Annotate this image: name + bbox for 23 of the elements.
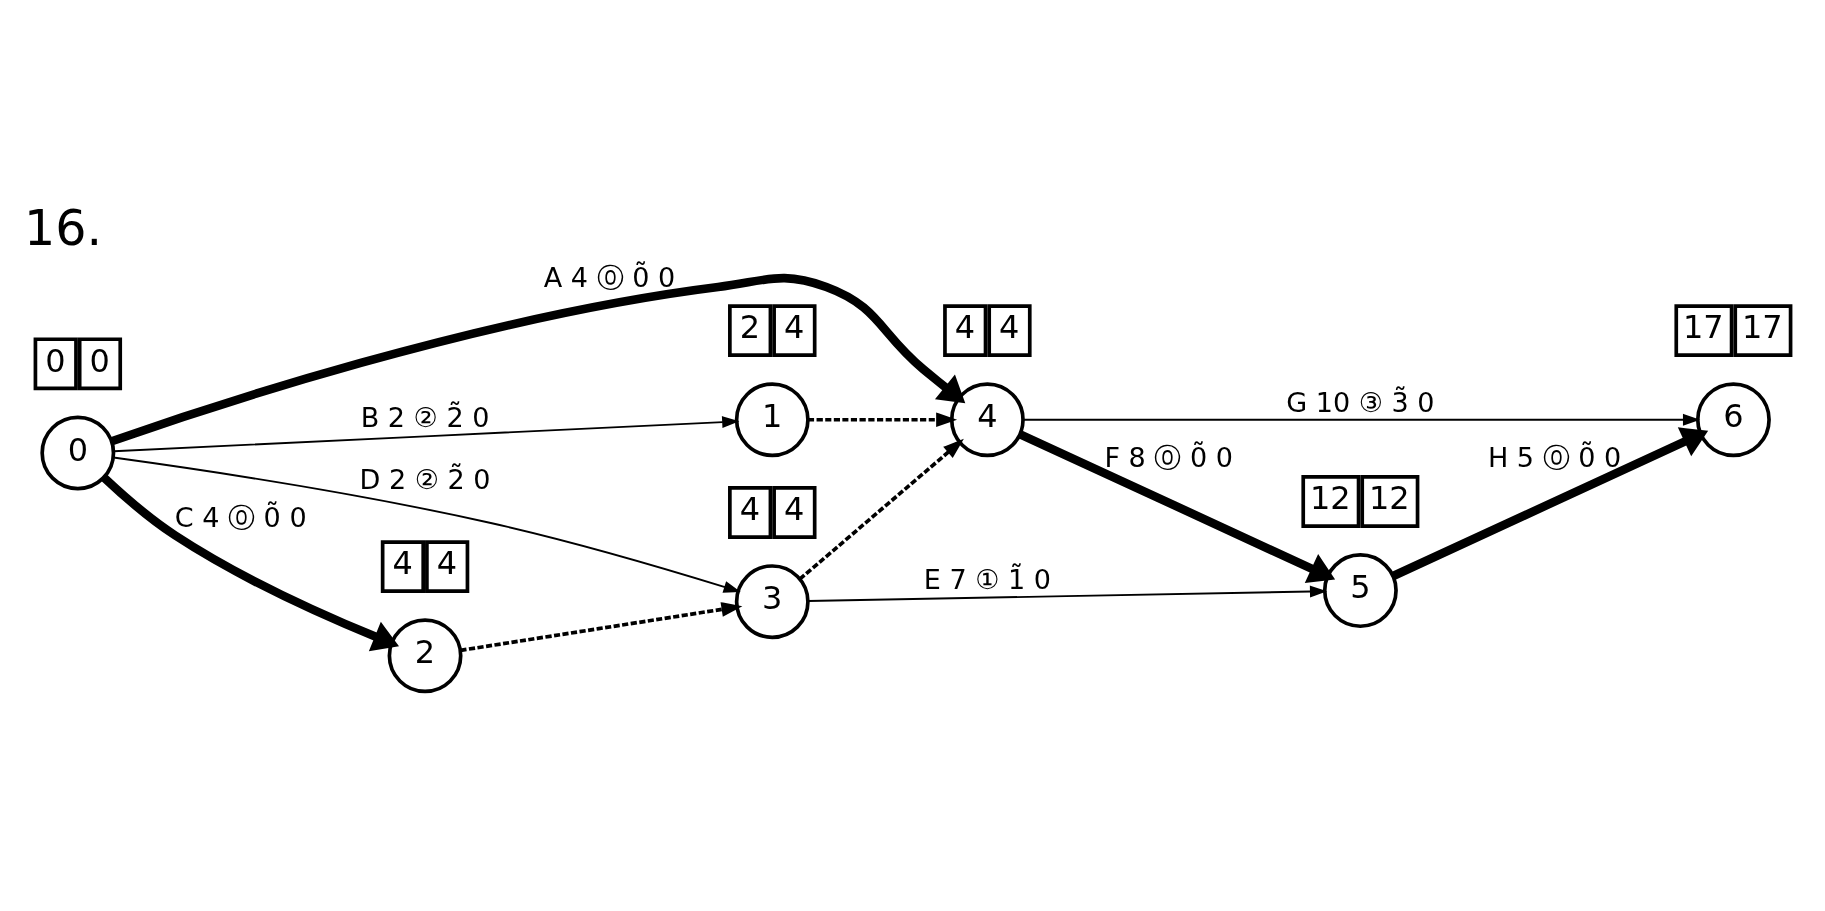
node-label: 4 — [998, 307, 1019, 346]
edge-label: D 2 ② 2̃ 0 — [359, 463, 491, 495]
node-label: 12 — [1368, 478, 1410, 517]
edge-label: A 4 ⓪ 0̃ 0 — [543, 261, 675, 293]
edge-label: E 7 ① 1̃ 0 — [923, 563, 1051, 595]
node-label: 0 — [44, 341, 66, 380]
node-label: 4 — [436, 543, 457, 582]
edge-label: G 10 ③ 3̃ 0 — [1285, 386, 1435, 418]
node-label: 4 — [954, 307, 975, 346]
edge-label: F 8 ⓪ 0̃ 0 — [1103, 441, 1233, 473]
node-label: 4 — [783, 489, 804, 528]
node-label: 4 — [739, 489, 760, 528]
node-label: 12 — [1309, 478, 1351, 517]
diagram-title: 16. — [23, 198, 102, 257]
node-label: 0 — [89, 341, 110, 380]
edge-label: C 4 ⓪ 0̃ 0 — [174, 501, 307, 533]
node-label: 4 — [783, 307, 804, 346]
node-label: 17 — [1741, 307, 1783, 346]
node-label: 4 — [391, 543, 413, 582]
node-label: 2 — [739, 307, 760, 346]
node-label: 17 — [1682, 307, 1724, 346]
edge-label: B 2 ② 2̃ 0 — [360, 401, 489, 433]
edge-label: H 5 ⓪ 0̃ 0 — [1487, 441, 1621, 473]
